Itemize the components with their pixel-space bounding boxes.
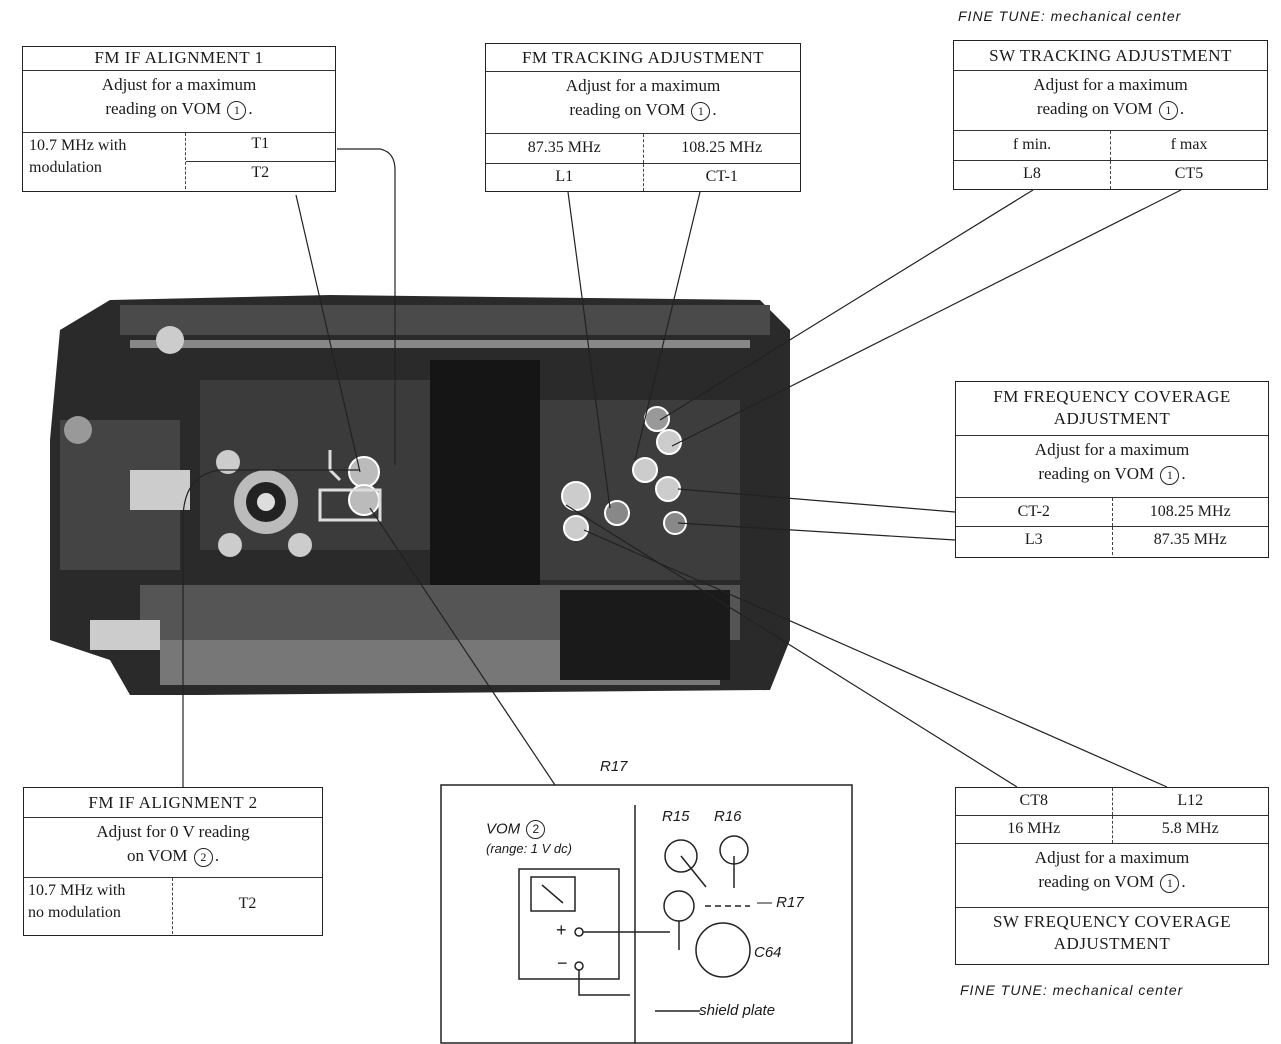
fm-if-1-coil-t2: T2 <box>251 163 270 181</box>
fm-freq-cov-instruction: Adjust for a maximum reading on VOM 1. <box>956 436 1268 498</box>
vom-1-symbol: 1 <box>227 100 247 120</box>
minus-terminal-label: − <box>557 953 568 973</box>
shield-plate-label: — shield plate <box>680 1002 776 1019</box>
r17-top-label: R17 <box>600 758 628 775</box>
sw-tracking-adj-ct5: CT5 <box>1174 165 1204 182</box>
sw-freq-cov-16mhz: 16 MHz <box>956 816 1113 843</box>
fm-if-1-signal: 10.7 MHz with modulation <box>23 133 186 189</box>
r17-label: — R17 <box>757 894 804 911</box>
sw-tracking-title: SW TRACKING ADJUSTMENT <box>954 41 1267 71</box>
vom-range-label: (range: 1 V dc) <box>486 841 572 856</box>
sw-frequency-coverage-box: CT8 L12 16 MHz 5.8 MHz Adjust for a maxi… <box>955 787 1269 965</box>
fm-tracking-title: FM TRACKING ADJUSTMENT <box>486 44 800 72</box>
sw-tracking-fmax: f max <box>1170 136 1208 153</box>
r15-label: R15 <box>662 808 690 825</box>
fm-frequency-coverage-box: FM FREQUENCY COVERAGE ADJUSTMENT Adjust … <box>955 381 1269 558</box>
fm-freq-cov-l3-freq: 87.35 MHz <box>1153 531 1227 548</box>
chassis-photo <box>50 295 790 695</box>
r16-label: R16 <box>714 808 742 825</box>
vom-2-label: VOM 2 <box>486 820 547 839</box>
sw-tracking-fmin: f min. <box>954 131 1111 160</box>
fine-tune-bottom-label: FINE TUNE: mechanical center <box>960 982 1184 998</box>
fm-if-alignment-1-box: FM IF ALIGNMENT 1 Adjust for a maximum r… <box>22 46 336 192</box>
fm-if-2-signal: 10.7 MHz with no modulation <box>24 878 173 934</box>
sw-freq-cov-5-8mhz: 5.8 MHz <box>1161 820 1219 837</box>
fm-if-1-instruction: Adjust for a maximum reading on VOM 1. <box>23 71 335 133</box>
c64-label: C64 <box>754 944 782 961</box>
fm-if-1-settings: 10.7 MHz with modulation T1 T2 <box>23 133 335 189</box>
fm-if-2-instruction: Adjust for 0 V reading on VOM 2. <box>24 818 322 878</box>
leader-lines <box>182 148 1182 788</box>
fm-freq-cov-title: FM FREQUENCY COVERAGE ADJUSTMENT <box>956 382 1268 436</box>
sw-freq-cov-ct8: CT8 <box>956 788 1113 815</box>
fm-tracking-instruction: Adjust for a maximum reading on VOM 1. <box>486 72 800 134</box>
fm-tracking-freq-low: 87.35 MHz <box>486 134 644 163</box>
sw-freq-cov-l12: L12 <box>1177 792 1204 809</box>
fm-tracking-freq-high: 108.25 MHz <box>681 139 763 156</box>
fm-if-1-coil-t1: T1 <box>185 133 335 162</box>
fm-if-alignment-2-box: FM IF ALIGNMENT 2 Adjust for 0 V reading… <box>23 787 323 936</box>
fm-tracking-adjustment-box: FM TRACKING ADJUSTMENT Adjust for a maxi… <box>485 43 801 192</box>
fm-if-2-title: FM IF ALIGNMENT 2 <box>24 788 322 818</box>
sw-freq-cov-instruction: Adjust for a maximum reading on VOM 1. <box>956 844 1268 908</box>
fm-freq-cov-ct2-freq: 108.25 MHz <box>1149 503 1231 520</box>
sw-freq-cov-title: SW FREQUENCY COVERAGE ADJUSTMENT <box>992 912 1232 953</box>
fm-if-2-coil: T2 <box>238 895 257 912</box>
fm-if-1-title: FM IF ALIGNMENT 1 <box>23 47 335 71</box>
sw-tracking-adj-l8: L8 <box>954 161 1111 189</box>
fine-tune-top-label: FINE TUNE: mechanical center <box>958 8 1182 24</box>
fm-freq-cov-l3: L3 <box>956 527 1113 555</box>
sw-tracking-adjustment-box: SW TRACKING ADJUSTMENT Adjust for a maxi… <box>953 40 1268 190</box>
inset-circuit <box>440 784 853 1044</box>
fm-tracking-adj-l1: L1 <box>486 164 644 191</box>
plus-terminal-label: + <box>556 920 567 940</box>
fm-freq-cov-ct2: CT-2 <box>956 498 1113 526</box>
sw-tracking-instruction: Adjust for a maximum reading on VOM 1. <box>954 71 1267 131</box>
fm-tracking-adj-ct1: CT-1 <box>705 168 738 185</box>
